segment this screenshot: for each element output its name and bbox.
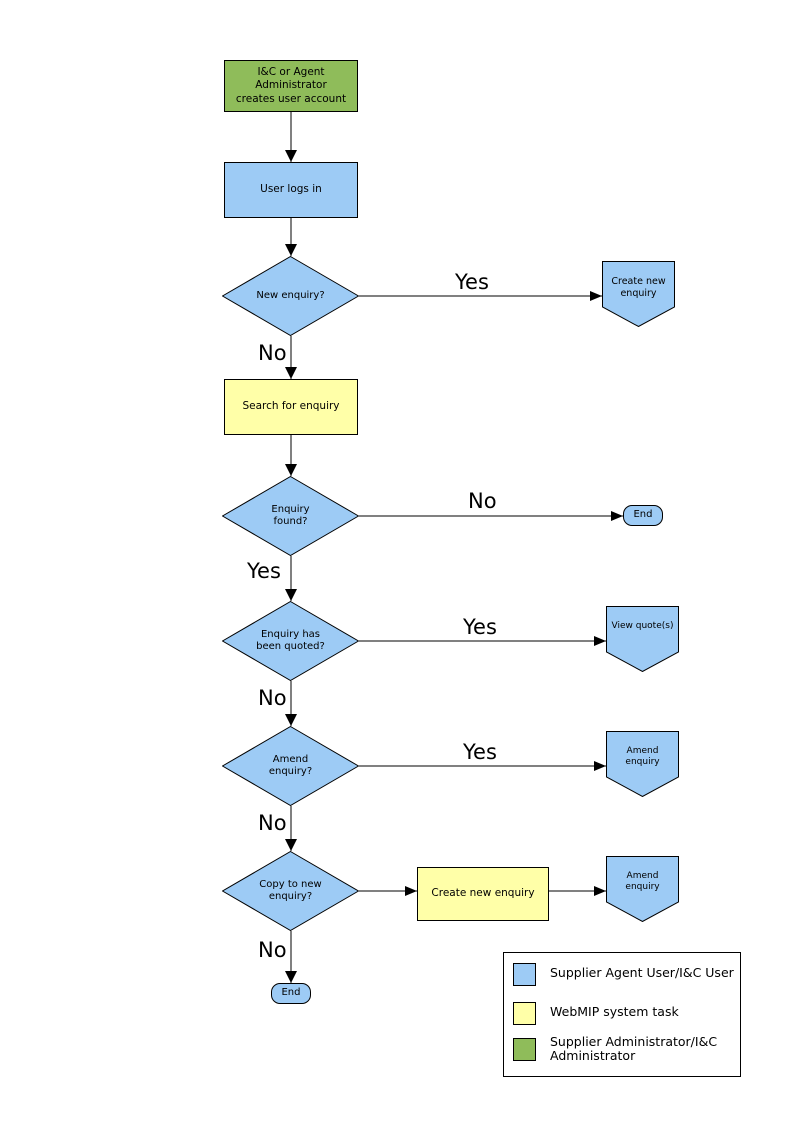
node-label-view-quotes: View quote(s) — [611, 621, 674, 631]
shape-pentagon — [606, 606, 679, 672]
label-yes-enquiry-found: Yes — [247, 559, 281, 583]
legend-webmip-system-task-swatch — [513, 1002, 536, 1025]
shape-diamond — [222, 726, 359, 806]
edge-quoted-yes-arrowhead — [594, 636, 606, 646]
label-yes-quoted: Yes — [463, 615, 497, 639]
node-end-2: End — [271, 983, 311, 1004]
node-new-enquiry-decision: New enquiry? — [222, 256, 359, 336]
node-search-for-enquiry: Search for enquiry — [224, 379, 358, 435]
node-amend-enquiry-2: Amend enquiry — [606, 856, 679, 922]
legend-supplier-agent-user: Supplier Agent User/I&C User — [513, 963, 734, 986]
legend-supplier-agent-user-label: Supplier Agent User/I&C User — [550, 965, 734, 980]
node-label-user-logs-in: User logs in — [260, 183, 322, 196]
legend-webmip-system-task: WebMIP system task — [513, 1002, 679, 1025]
legend-supplier-agent-user-swatch — [513, 963, 536, 986]
shape-diamond — [222, 476, 359, 556]
node-label-search-for-enquiry: Search for enquiry — [242, 400, 340, 413]
node-label-end-1: End — [633, 509, 653, 521]
label-no-enquiry-found: No — [468, 489, 497, 513]
edge-login-to-new-enquiry-arrowhead — [285, 244, 297, 256]
label-no-copy: No — [258, 938, 287, 962]
edge-enquiry-found-no-arrowhead — [611, 511, 623, 521]
node-label-create-new-enquiry-2: Create new enquiry — [431, 887, 535, 900]
shape-diamond — [222, 256, 359, 336]
node-view-quotes: View quote(s) — [606, 606, 679, 672]
edge-found-yes-to-quoted-arrowhead — [285, 589, 297, 601]
label-no-quoted: No — [258, 686, 287, 710]
edge-copy-no-to-end-arrowhead — [285, 971, 297, 983]
node-create-new-enquiry-2: Create new enquiry — [417, 867, 549, 921]
legend-supplier-administrator-swatch — [513, 1038, 536, 1061]
edge-search-to-found-arrowhead — [285, 464, 297, 476]
shape-pentagon — [602, 261, 675, 327]
node-user-logs-in: User logs in — [224, 162, 358, 218]
edge-new-enquiry-yes-arrowhead — [590, 291, 602, 301]
node-label-amend-enquiry-2: Amend enquiry — [625, 871, 660, 893]
edge-amend-no-to-copy-arrowhead — [285, 839, 297, 851]
node-end-1: End — [623, 505, 663, 526]
label-no-amend: No — [258, 811, 287, 835]
label-no-new-enquiry: No — [258, 341, 287, 365]
shape-pentagon — [606, 856, 679, 922]
legend — [503, 952, 741, 1077]
node-amend-enquiry-1: Amend enquiry — [606, 731, 679, 797]
node-label-amend-enquiry-1: Amend enquiry — [625, 746, 660, 768]
legend-webmip-system-task-label: WebMIP system task — [550, 1004, 679, 1019]
node-label-end-2: End — [281, 987, 301, 999]
edge-quoted-no-to-amend-arrowhead — [285, 714, 297, 726]
edge-amend-yes-arrowhead — [594, 761, 606, 771]
label-yes-amend: Yes — [463, 740, 497, 764]
edge-create-to-amend-arrowhead — [594, 886, 606, 896]
shape-diamond — [222, 851, 359, 931]
edge-copy-yes-to-create-arrowhead — [405, 886, 417, 896]
shape-pentagon — [606, 731, 679, 797]
edge-new-enquiry-no-to-search-arrowhead — [285, 367, 297, 379]
edge-admin-to-login-arrowhead — [285, 150, 297, 162]
shape-diamond — [222, 601, 359, 681]
node-label-new-enquiry-decision: New enquiry? — [256, 289, 325, 301]
label-yes-new-enquiry: Yes — [455, 270, 489, 294]
